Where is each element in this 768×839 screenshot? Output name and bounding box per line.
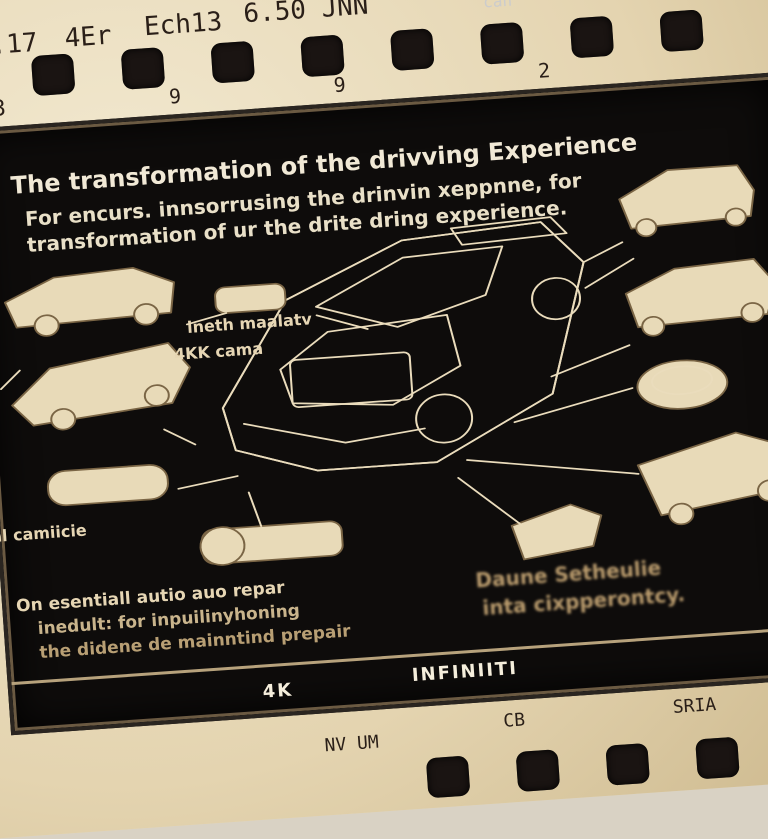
sprocket-hole [120, 47, 166, 90]
film-mark: can [482, 0, 513, 12]
diagram-panel: The transformation of the drivving Exper… [0, 72, 768, 736]
film-mark: 0.17 [0, 27, 39, 63]
film-mark: 03 [0, 96, 7, 123]
central-car-illustration [221, 216, 585, 472]
sprocket-hole [30, 53, 76, 97]
film-mark: CB [502, 709, 526, 732]
film-mark: 6.50 JNN [242, 0, 370, 30]
sprocket-hole [569, 15, 615, 59]
axle-illustration [199, 520, 344, 566]
sprocket-hole [425, 755, 471, 799]
car-illustration-top-right [618, 164, 755, 238]
film-mark: 9 [168, 83, 182, 109]
wheel-hub-illustration [214, 282, 287, 314]
chassis-illustration-left [11, 342, 191, 431]
car-illustration-right [624, 258, 768, 337]
trailer-illustration [636, 431, 768, 526]
film-mark: 2 [537, 58, 551, 83]
brand-name: INFINIITI [411, 657, 519, 687]
sprocket-hole [695, 736, 740, 780]
sprocket-hole [300, 34, 345, 78]
shock-absorber-illustration [46, 464, 169, 507]
tire-illustration [636, 359, 729, 410]
sprocket-hole [515, 749, 561, 793]
car-illustration-left [3, 266, 175, 337]
seat-illustration [510, 503, 603, 561]
film-mark: NV UM [323, 731, 380, 757]
film-mark: SRIA [672, 694, 717, 719]
sprocket-hole [479, 21, 525, 65]
car-diagram-illustration [0, 164, 768, 566]
resolution-label: 4K [262, 679, 294, 703]
sprocket-hole [659, 9, 704, 53]
film-mark: 4Er [63, 20, 113, 54]
film-mark: Ech13 [143, 6, 224, 43]
sprocket-hole [210, 40, 256, 84]
sprocket-hole [605, 742, 651, 786]
connector-arrows [0, 241, 640, 527]
sprocket-hole [389, 28, 435, 72]
film-mark: 9 [332, 72, 347, 98]
